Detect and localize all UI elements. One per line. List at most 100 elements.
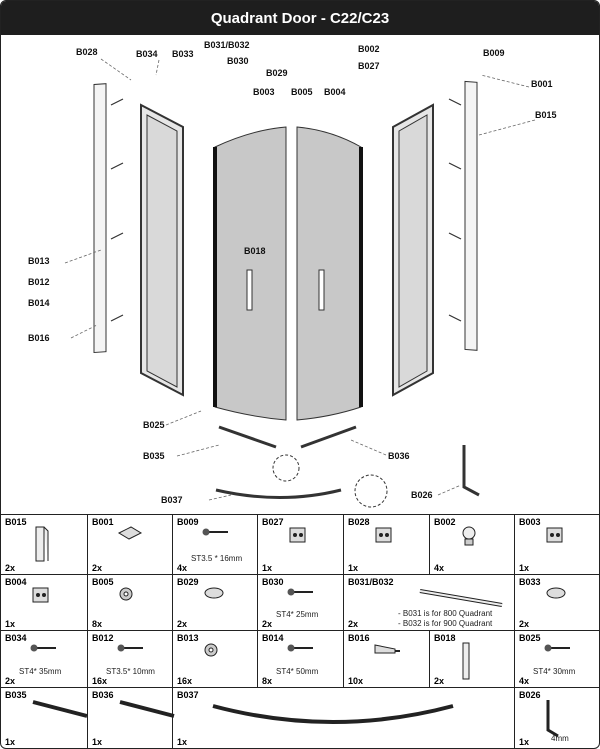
cap-icon <box>117 525 143 546</box>
part-code: B005 <box>92 577 114 587</box>
part-spec: ST3.5* 10mm <box>106 667 155 676</box>
callout-b026: B026 <box>411 490 433 500</box>
part-code: B001 <box>92 517 114 527</box>
part-quantity: 2x <box>434 676 445 686</box>
callout-b012: B012 <box>28 277 50 287</box>
callout-b033: B033 <box>172 49 194 59</box>
part-spec: ST4* 50mm <box>276 667 319 676</box>
left-wall-profile <box>93 83 107 354</box>
part-cell-b018: B018 2x <box>429 631 514 688</box>
part-code: B015 <box>5 517 27 527</box>
part-quantity: 1x <box>177 737 188 747</box>
callout-b028: B028 <box>76 47 98 57</box>
part-quantity: 2x <box>519 619 530 629</box>
bracket-icon <box>544 525 566 550</box>
part-code: B003 <box>519 517 541 527</box>
part-cell-b005: B005 8x <box>87 575 172 631</box>
part-note: - B032 is for 900 Quadrant <box>398 619 493 628</box>
callout-b003: B003 <box>253 87 275 97</box>
part-cell-b026: B026 1x 4mm <box>514 688 599 748</box>
part-spec: ST4* 30mm <box>533 667 576 676</box>
part-code: B037 <box>177 690 199 700</box>
callout-b015: B015 <box>535 110 557 120</box>
part-code: B009 <box>177 517 199 527</box>
part-quantity: 2x <box>5 676 16 686</box>
screw-icon <box>287 641 317 660</box>
part-quantity: 4x <box>177 563 188 573</box>
exploded-view-drawing <box>64 58 536 508</box>
part-code: B033 <box>519 577 541 587</box>
callout-b004: B004 <box>324 87 346 97</box>
part-quantity: 8x <box>262 676 273 686</box>
callout-b013: B013 <box>28 256 50 266</box>
part-quantity: 8x <box>92 619 103 629</box>
profile-icon <box>30 525 52 568</box>
part-cell-b015: B015 2x <box>1 515 87 575</box>
part-code: B012 <box>92 633 114 643</box>
part-quantity: 4x <box>519 676 530 686</box>
left-fixed-panel <box>140 103 184 397</box>
cover-icon <box>202 585 226 606</box>
part-code: B016 <box>348 633 370 643</box>
part-quantity: 1x <box>5 737 16 747</box>
callout-b016: B016 <box>28 333 50 343</box>
part-quantity: 1x <box>92 737 103 747</box>
part-code: B035 <box>5 690 27 700</box>
washer-icon <box>117 585 135 608</box>
part-cell-b033: B033 2x <box>514 575 599 631</box>
callout-b001: B001 <box>531 79 553 89</box>
part-spec: 4mm <box>551 734 569 743</box>
callout-b029: B029 <box>266 68 288 78</box>
page-title: Quadrant Door - C22/C23 <box>1 1 599 35</box>
part-cell-b035: B035 1x <box>1 688 90 748</box>
track-icon <box>117 698 177 725</box>
part-quantity: 1x <box>519 737 530 747</box>
part-quantity: 16x <box>92 676 108 686</box>
right-curved-door <box>296 126 363 421</box>
callout-b034: B034 <box>136 49 158 59</box>
plug-icon <box>373 641 401 662</box>
right-wall-profile <box>464 80 478 351</box>
part-code: B034 <box>5 633 27 643</box>
part-spec: ST4* 25mm <box>276 610 319 619</box>
callout-b009: B009 <box>483 48 505 58</box>
right-fixed-panel <box>392 103 434 397</box>
part-code: B025 <box>519 633 541 643</box>
part-quantity: 2x <box>177 619 188 629</box>
part-quantity: 2x <box>5 563 16 573</box>
part-quantity: 1x <box>348 563 359 573</box>
part-code: B002 <box>434 517 456 527</box>
callout-b035: B035 <box>143 451 165 461</box>
part-quantity: 16x <box>177 676 193 686</box>
part-code: B031/B032 <box>348 577 394 587</box>
part-note: - B031 is for 800 Quadrant <box>398 609 493 618</box>
part-code: B018 <box>434 633 456 643</box>
screw-icon <box>287 585 317 604</box>
knob-icon <box>459 525 479 552</box>
callout-b002: B002 <box>358 44 380 54</box>
callout-b036: B036 <box>388 451 410 461</box>
part-quantity: 1x <box>5 619 16 629</box>
part-code: B026 <box>519 690 541 700</box>
track-icon <box>30 698 90 725</box>
callout-b025: B025 <box>143 420 165 430</box>
bracket-icon <box>287 525 309 550</box>
